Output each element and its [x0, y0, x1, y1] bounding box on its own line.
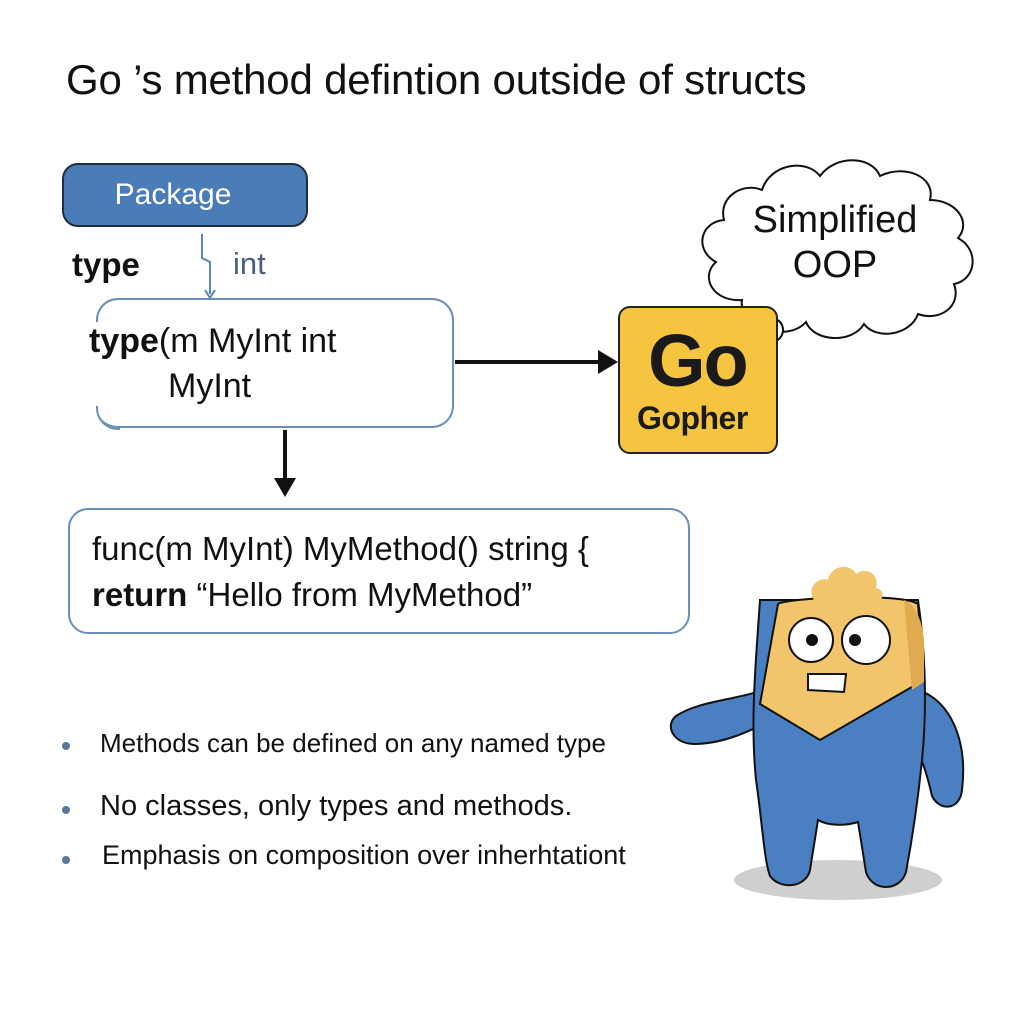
thought-cloud-text: Simplified OOP — [730, 198, 940, 288]
gopher-mascot-icon — [669, 566, 965, 900]
cloud-line-2: OOP — [792, 244, 878, 286]
arrow-to-func-box — [274, 430, 296, 497]
package-label: Package — [114, 178, 232, 211]
func-return-line: return “Hello from MyMethod” — [92, 576, 532, 614]
go-logo-text: Go — [648, 319, 749, 402]
page-title: Go ’s method defintion outside of struct… — [66, 56, 807, 103]
bullet-dot-icon — [62, 742, 70, 750]
typedef-line-1: type(m MyInt int — [89, 322, 337, 361]
arrow-to-go-box — [455, 350, 618, 374]
typedef-box — [96, 298, 454, 428]
func-box — [68, 508, 690, 634]
package-box: Package — [62, 163, 308, 227]
cloud-line-1: Simplified — [752, 199, 918, 241]
bullet-text: Emphasis on composition over inherhtatio… — [102, 840, 626, 870]
typedef-line-2: MyInt — [168, 367, 252, 405]
bullet-dot-icon — [62, 806, 70, 814]
typedef-keyword: type — [89, 322, 159, 360]
typedef-signature: (m MyInt int — [158, 322, 337, 360]
typedef-box-corner — [96, 298, 120, 322]
int-label: int — [233, 246, 266, 281]
go-gopher-box — [618, 306, 778, 454]
return-value: “Hello from MyMethod” — [187, 576, 533, 613]
bullet-text: Methods can be defined on any named type — [100, 728, 606, 758]
bullet-text: No classes, only types and methods. — [100, 790, 573, 822]
type-keyword: type — [72, 246, 140, 283]
package-connector — [201, 234, 216, 300]
bullet-dot-icon — [62, 856, 70, 864]
func-signature: func(m MyInt) MyMethod() string { — [92, 530, 589, 567]
gopher-label: Gopher — [637, 400, 748, 436]
return-keyword: return — [92, 576, 188, 613]
